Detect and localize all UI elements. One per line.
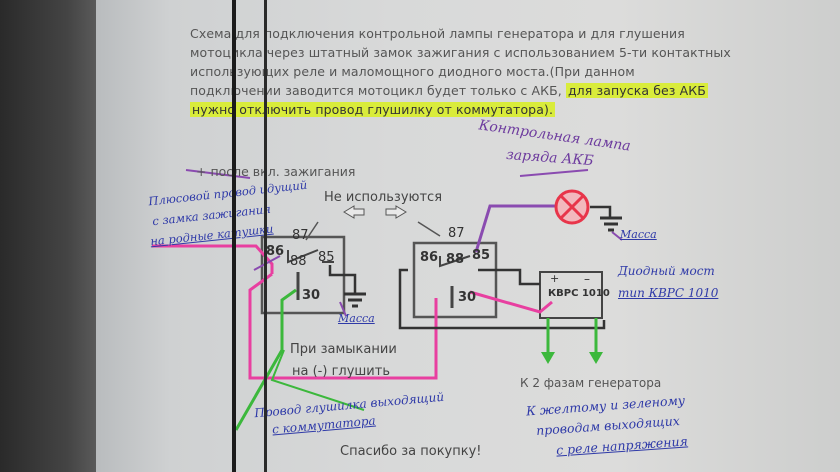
header-line-4: подключении заводится мотоцикл будет тол… bbox=[190, 83, 708, 98]
relay2-pin-30: 30 bbox=[458, 290, 477, 305]
bridge-label: КВРС 1010 bbox=[548, 288, 610, 299]
bridge-note-1: Диодный мост bbox=[618, 264, 715, 278]
relay1-pin-87: 87 bbox=[292, 228, 309, 243]
arrow-down-icon bbox=[541, 352, 555, 364]
relay2-loop-wire bbox=[398, 268, 606, 330]
bridge-minus: – bbox=[584, 272, 590, 286]
diode-bridge-body bbox=[539, 271, 603, 319]
purple-lamp-arrow bbox=[519, 169, 589, 177]
ground-note-1: Масса bbox=[338, 312, 375, 325]
to-phases-label: К 2 фазам генератора bbox=[520, 376, 662, 390]
lamp-icon bbox=[554, 189, 590, 225]
header-line-2: мотоцикла через штатный замок зажигания … bbox=[190, 45, 731, 60]
ground-note-2: Масса bbox=[620, 228, 657, 241]
after-ignition-label: + после вкл. зажигания bbox=[196, 164, 356, 179]
relay1-pin-30: 30 bbox=[302, 288, 321, 303]
relay1-pin-88: 88 bbox=[290, 254, 307, 269]
bridge-note-2: тип КВРС 1010 bbox=[618, 286, 719, 300]
relay2-switch bbox=[439, 255, 471, 268]
ground-icon bbox=[344, 292, 366, 308]
close-to-ground-label-2: на (-) глушить bbox=[292, 364, 390, 379]
relay1-pin-86: 86 bbox=[266, 244, 285, 259]
purple-note-line bbox=[185, 169, 251, 179]
pink-wire-to-relay2 bbox=[248, 272, 438, 380]
bridge-plus: + bbox=[550, 272, 560, 285]
green-wire-note bbox=[270, 349, 365, 411]
header-highlight-2: нужно отключить провод глушилку от комму… bbox=[190, 102, 556, 117]
arrow-left-icon bbox=[343, 205, 365, 219]
purple-wire-lamp bbox=[474, 204, 556, 253]
background-table bbox=[0, 0, 96, 472]
relay2-pin-87: 87 bbox=[448, 226, 465, 241]
relay2-pin-86: 86 bbox=[420, 250, 439, 265]
relay2-to-bridge-wire bbox=[478, 268, 540, 286]
thanks-label: Спасибо за покупку! bbox=[340, 444, 482, 459]
relay2-pin-85: 85 bbox=[472, 248, 491, 263]
lamp-ground-wire bbox=[590, 205, 612, 218]
not-used-pointer-2 bbox=[417, 221, 441, 237]
relay2-body bbox=[412, 241, 498, 319]
relay2-pin-88: 88 bbox=[446, 252, 465, 267]
pink-wire-to-bridge bbox=[469, 290, 553, 314]
plus-note-pointer bbox=[253, 255, 281, 271]
not-used-pointer-1 bbox=[305, 221, 319, 241]
ground-icon bbox=[600, 216, 622, 232]
header-line-1: Схема для подключения контрольной лампы … bbox=[190, 26, 685, 41]
green-wire-kill bbox=[234, 288, 297, 431]
paper-sheet bbox=[96, 0, 840, 472]
header-line-5: нужно отключить провод глушилку от комму… bbox=[190, 102, 556, 117]
ground-note-pointer bbox=[339, 301, 347, 317]
header-highlight-1: для запуска без АКБ bbox=[565, 83, 708, 98]
close-to-ground-label: При замыкании bbox=[290, 342, 397, 357]
not-used-label: Не используются bbox=[324, 190, 443, 205]
relay1-ground-wire bbox=[328, 265, 357, 294]
header-line-3: использующих реле и маломощного диодного… bbox=[190, 64, 635, 79]
ground2-note-pointer bbox=[611, 231, 623, 241]
arrow-right-icon bbox=[385, 205, 407, 219]
relay1-switch bbox=[287, 249, 319, 264]
arrow-down-icon bbox=[589, 352, 603, 364]
header-line-4-text: подключении заводится мотоцикл будет тол… bbox=[190, 83, 562, 98]
relay1-pin-85: 85 bbox=[318, 250, 335, 265]
paper-fold-1 bbox=[232, 0, 236, 472]
paper-fold-2 bbox=[264, 0, 267, 472]
